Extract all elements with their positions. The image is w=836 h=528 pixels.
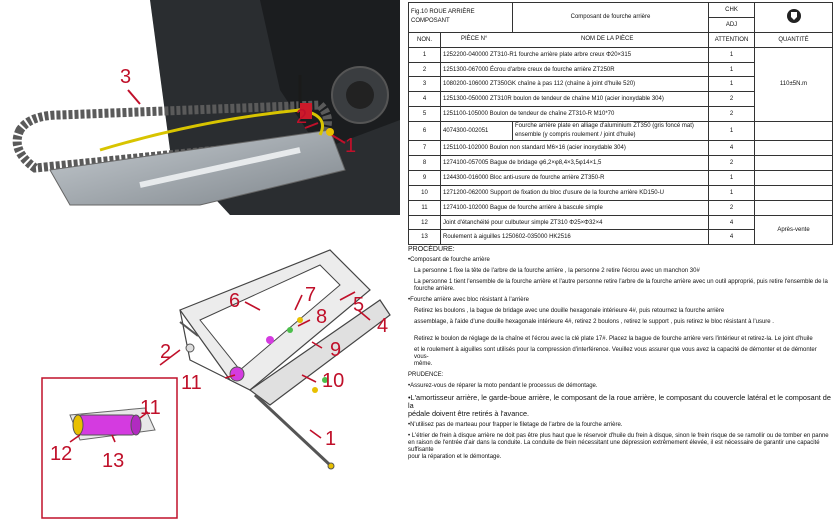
table-row: 8 1274100-057005 Bague de bridage φ6,2×φ…: [408, 155, 833, 171]
table-row: 10 1271200-062000 Support de fixation du…: [408, 184, 833, 201]
illustration-panel: 3 2 1: [0, 0, 405, 523]
table-row: 5 1251100-105000 Boulon de tendeur de ch…: [408, 106, 833, 123]
callout-11: 11: [181, 372, 202, 394]
callout-4: 4: [377, 315, 389, 337]
col-qty: QUANTITÉ: [754, 31, 833, 48]
torque-note: 110±5N.m: [754, 46, 833, 123]
procedure-title: PROCÉDURE:: [408, 246, 455, 253]
caution-1: •Assurez-vous de réparer la moto pendant…: [408, 383, 598, 389]
exploded-drawing: [40, 230, 400, 523]
removal-step-1: La personne 1 fixe la tête de l'arbre de…: [414, 268, 700, 274]
chain-step-3: même.: [414, 361, 433, 367]
callout-12: 12: [50, 443, 73, 465]
callout-10: 10: [322, 370, 345, 392]
callout-1-drawing: 1: [325, 428, 337, 450]
callout-6: 6: [229, 290, 241, 312]
chain-step-1: Retirez le boulon de réglage de la chaîn…: [414, 336, 813, 342]
removal-title: •Composant de fourche arrière: [408, 257, 490, 263]
removal-step-2b: fourche arrière.: [414, 286, 455, 292]
table-row: 2 1251300-067000 Écrou d'arbre creux de …: [408, 61, 833, 78]
caution-2b: pédale doivent être retirés à l'avance.: [408, 409, 530, 418]
table-row: 11 1274100-102000 Bague de fourche arriè…: [408, 199, 833, 216]
col-no: NON.: [408, 31, 441, 48]
after-sales-note: Après-vente: [754, 214, 833, 246]
component-title: Composant de fourche arrière: [512, 2, 709, 33]
callout-7: 7: [305, 284, 317, 306]
callout-13: 13: [102, 450, 125, 472]
callout-9: 9: [330, 339, 342, 361]
block-step-2: assemblage, à l'aide d'une douille hexag…: [414, 319, 774, 325]
caution-3: •N'utilisez pas de marteau pour frapper …: [408, 422, 623, 428]
caution-4a: • L'étrier de frein à disque arrière ne …: [408, 433, 829, 439]
table-row: 1 1252200-040000 ZT310-R1 fourche arrièr…: [408, 46, 833, 123]
col-part-name: PIÈCE N° NOM DE LA PIÈCE: [440, 31, 709, 48]
table-row: 7 1251100-102000 Boulon non standard M6×…: [408, 140, 833, 157]
table-row: 6 4074300-002051 Fourche arrière plate e…: [408, 121, 833, 142]
callout-3: 3: [120, 66, 132, 88]
logo: [754, 2, 833, 33]
table-row: 13 Roulement à aiguilles 1250602-035000 …: [408, 229, 833, 246]
table-row: 4 1251300-050000 ZT310R boulon de tendeu…: [408, 91, 833, 108]
callout-2-drawing: 2: [160, 341, 172, 363]
caution-4c: pour la réparation et le démontage.: [408, 454, 502, 460]
parts-table-wrap: Fig.10 ROUE ARRIÈRE COMPOSANT Composant …: [408, 2, 833, 246]
procedure-section: PROCÉDURE: •Composant de fourche arrière…: [408, 246, 832, 461]
block-step-1: Retirez les boulons , la bague de bridag…: [414, 308, 725, 314]
block-title: •Fourche arrière avec bloc résistant à l…: [408, 297, 529, 303]
swingarm-photo: [0, 0, 400, 215]
adj-label: ADJ: [708, 16, 755, 33]
callout-8: 8: [316, 306, 328, 328]
table-row: 12 Joint d'étanchéité pour culbuteur sim…: [408, 214, 833, 246]
chk-label: CHK: [708, 2, 755, 18]
table-row: 3 1080200-106000 ZT350GK chaîne à pas 11…: [408, 76, 833, 93]
caution-title: PRUDENCE:: [408, 372, 444, 378]
col-attention: ATTENTION: [708, 31, 755, 48]
caution-4b: en raison de l'entrée d'air dans la cond…: [408, 440, 820, 453]
callout-5: 5: [353, 294, 365, 316]
caution-2a: •L'amortisseur arrière, le garde-boue ar…: [408, 393, 831, 410]
fig-title: Fig.10 ROUE ARRIÈRE COMPOSANT: [408, 2, 513, 33]
callout-1: 1: [345, 135, 357, 157]
parts-table: Fig.10 ROUE ARRIÈRE COMPOSANT Composant …: [408, 2, 833, 246]
col-name: NOM DE LA PIÈCE: [581, 35, 634, 42]
callout-2: 2: [296, 106, 308, 128]
table-row: 9 1244300-016000 Bloc anti-usure de four…: [408, 169, 833, 186]
callout-11-inset: 11: [140, 397, 161, 419]
chain-step-2: et le roulement à aiguilles sont utilisé…: [414, 347, 817, 360]
brand-logo-icon: [786, 9, 801, 24]
col-part: PIÈCE N°: [461, 35, 488, 42]
removal-step-2: La personne 1 tient l'ensemble de la fou…: [414, 279, 828, 285]
